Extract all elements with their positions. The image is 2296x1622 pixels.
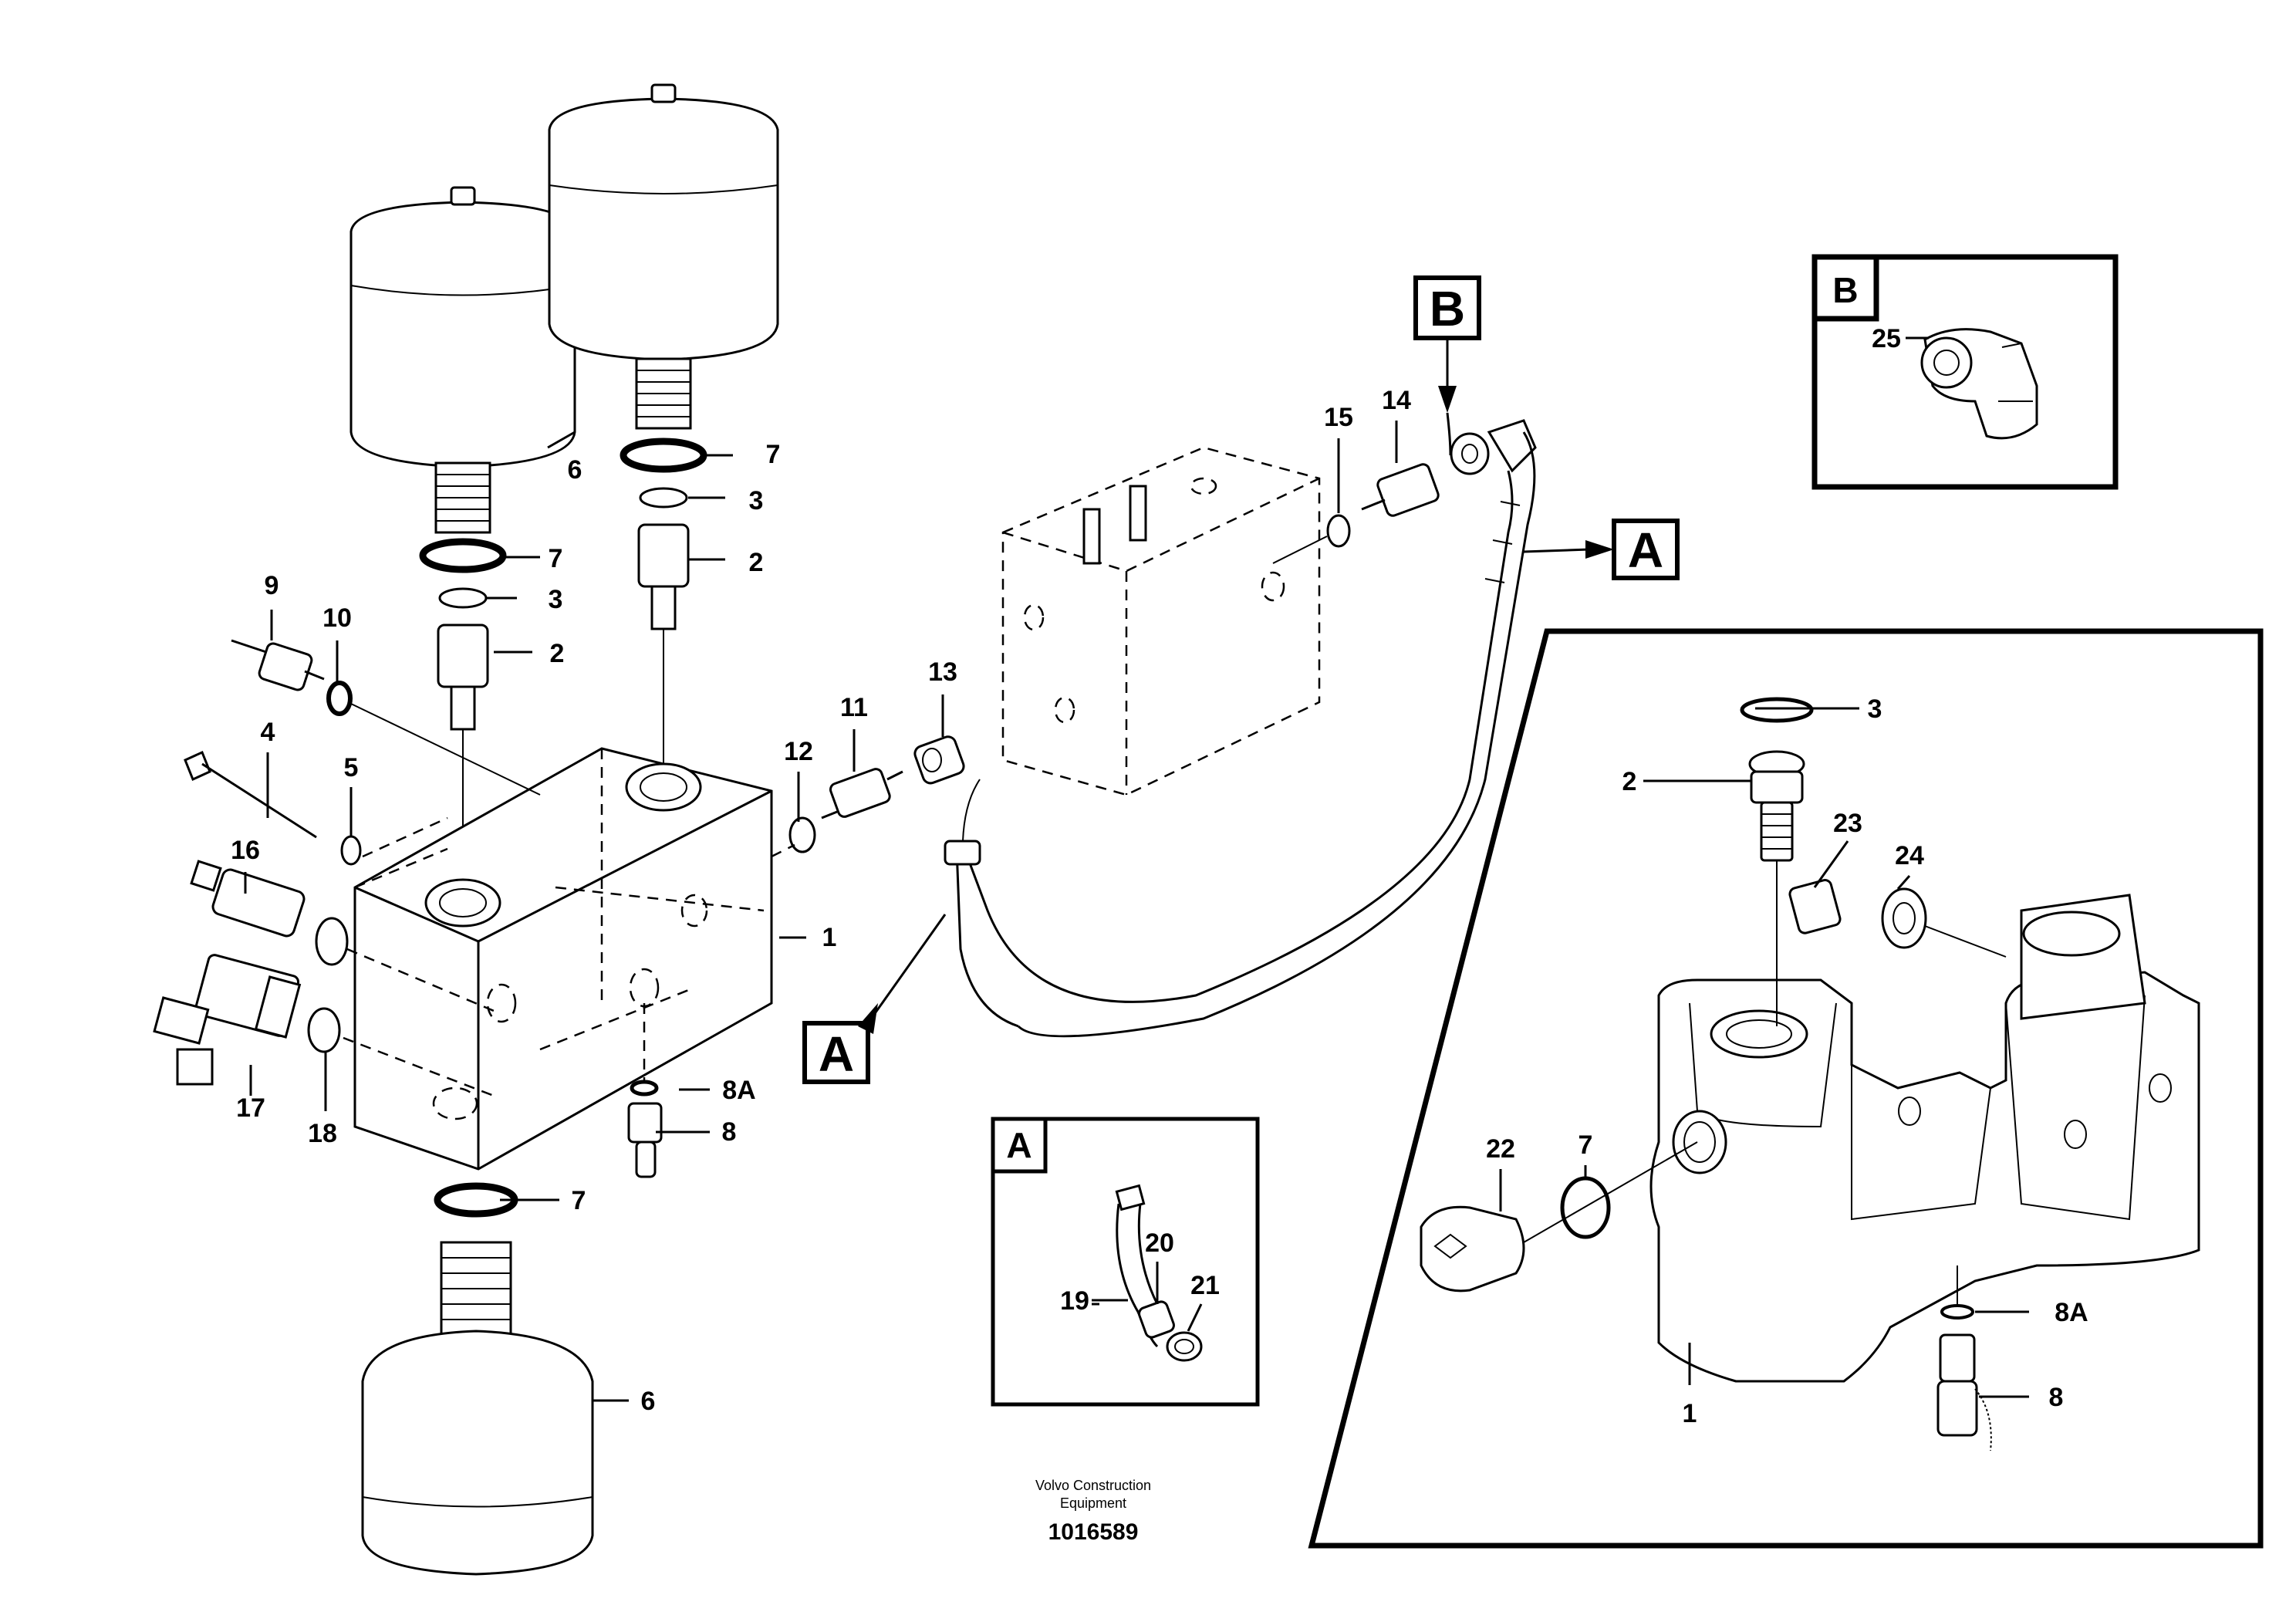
callout-23: 23 — [1833, 809, 1862, 838]
seal-stack-right — [620, 438, 707, 764]
solenoid-16 — [190, 860, 495, 1012]
callout-numbers: 6 7 3 2 7 3 2 9 10 4 5 16 17 18 1 8A 8 7… — [231, 324, 2088, 1428]
callout-3: 3 — [549, 585, 563, 614]
callout-8A: 8A — [2055, 1298, 2088, 1327]
callout-2: 2 — [749, 548, 764, 577]
callout-7: 7 — [766, 440, 781, 469]
callout-2: 2 — [550, 639, 565, 668]
callout-5: 5 — [344, 753, 359, 782]
callout-10: 10 — [322, 603, 352, 633]
callout-3: 3 — [1868, 694, 1882, 724]
callout-8A: 8A — [722, 1076, 755, 1105]
fittings-11-13 — [771, 735, 965, 858]
view-label-b-top: B — [1430, 281, 1465, 336]
callout-20: 20 — [1145, 1228, 1174, 1258]
callout-22: 22 — [1486, 1134, 1515, 1164]
view-label-a-left: A — [819, 1026, 854, 1082]
test-port-8 — [627, 1003, 663, 1178]
inset-a: A — [991, 1117, 1260, 1407]
callout-14: 14 — [1382, 386, 1411, 415]
company-line-2: Equipment — [1060, 1495, 1126, 1511]
view-marker-a-right: A — [1523, 519, 1680, 580]
callout-12: 12 — [784, 737, 813, 766]
figure-number: 1016589 — [1048, 1519, 1139, 1545]
callout-24: 24 — [1895, 841, 1924, 870]
callout-18: 18 — [308, 1119, 337, 1148]
inset-b: B — [1811, 254, 2119, 490]
callout-25: 25 — [1872, 324, 1901, 353]
leader-lines — [244, 421, 2029, 1402]
valve-17 — [153, 954, 495, 1097]
callout-15: 15 — [1324, 403, 1353, 432]
callout-19: 19 — [1060, 1286, 1089, 1316]
callout-2: 2 — [1622, 767, 1637, 796]
callout-6-bottom: 6 — [641, 1387, 656, 1416]
callout-1: 1 — [822, 923, 837, 952]
inset-a-label: A — [1006, 1125, 1032, 1165]
remote-valve-block — [1001, 446, 1321, 796]
callout-16: 16 — [231, 836, 260, 865]
footer: Volvo Construction Equipment 1016589 — [1035, 1478, 1151, 1545]
hose-assembly — [944, 419, 1537, 1038]
callout-17: 17 — [236, 1093, 265, 1123]
view-marker-b-top: B — [1413, 275, 1481, 456]
bolt-4 — [184, 750, 448, 866]
callout-11: 11 — [840, 693, 868, 722]
callout-9: 9 — [265, 571, 279, 600]
inset-b-label: B — [1832, 270, 1858, 310]
accumulator-left — [349, 186, 576, 534]
callout-13: 13 — [928, 657, 957, 687]
accumulator-bottom — [361, 1182, 594, 1576]
callout-7: 7 — [549, 544, 563, 573]
valve-block — [353, 747, 773, 1171]
callout-1: 1 — [1683, 1399, 1697, 1428]
callout-8: 8 — [2049, 1383, 2064, 1412]
callout-3: 3 — [749, 486, 764, 515]
callout-7: 7 — [572, 1186, 586, 1215]
callout-21: 21 — [1190, 1271, 1220, 1300]
callout-6-top: 6 — [568, 455, 582, 485]
callout-7: 7 — [1578, 1130, 1593, 1160]
inset-detail-main — [1308, 628, 2264, 1549]
company-line-1: Volvo Construction — [1035, 1478, 1151, 1493]
accumulator-right — [548, 83, 779, 430]
callout-4: 4 — [261, 718, 275, 747]
callout-8: 8 — [722, 1117, 737, 1147]
pressure-sensor-9 — [231, 639, 541, 796]
view-marker-a-left: A — [802, 914, 947, 1084]
view-label-a-right: A — [1628, 522, 1663, 578]
